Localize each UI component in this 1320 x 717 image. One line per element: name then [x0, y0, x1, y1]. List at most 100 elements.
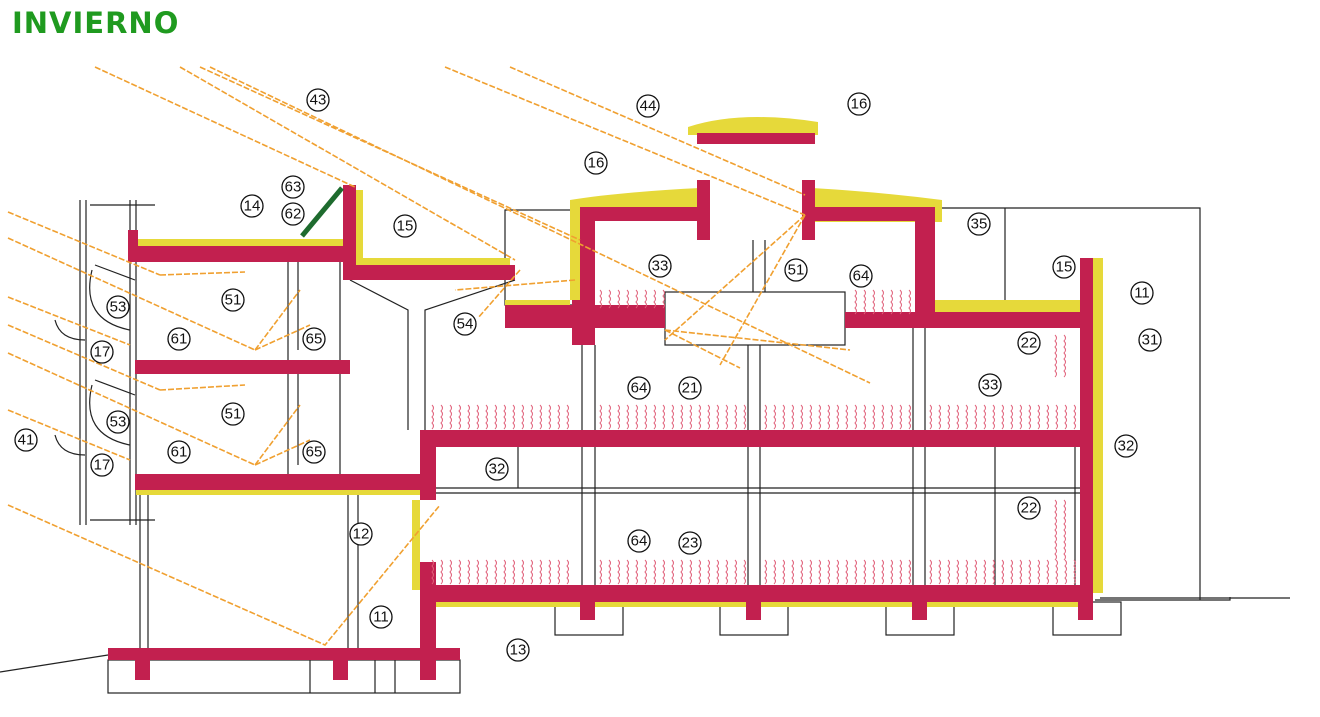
callout-11: 11	[1130, 281, 1154, 305]
heat-wave	[890, 289, 893, 315]
heat-wave	[734, 404, 737, 430]
callout-circle	[1130, 281, 1154, 305]
callout-61: 61	[167, 327, 191, 351]
heat-wave	[1063, 334, 1066, 378]
heat-wave	[653, 289, 656, 309]
callout-circle	[485, 457, 509, 481]
callout-circle	[240, 194, 264, 218]
heat-wave	[1028, 404, 1031, 430]
heat-wave	[872, 404, 875, 430]
heat-wave	[938, 404, 941, 430]
callout-number: 13	[510, 642, 527, 659]
callout-11: 11	[369, 605, 393, 629]
heat-wave	[662, 559, 665, 585]
heat-wave	[1055, 404, 1058, 430]
radiant-heat-waves	[431, 289, 1076, 585]
heat-wave	[521, 559, 524, 585]
heat-wave	[680, 404, 683, 430]
callout-number: 54	[457, 316, 474, 333]
callout-circle	[106, 295, 130, 319]
heat-wave	[743, 404, 746, 430]
callout-53: 53	[106, 295, 130, 319]
heat-wave	[1064, 404, 1067, 430]
heat-wave	[635, 404, 638, 430]
callout-41: 41	[14, 428, 38, 452]
callout-number: 15	[397, 218, 414, 235]
callout-number: 64	[631, 533, 648, 550]
callout-circle	[281, 202, 305, 226]
heat-wave	[671, 404, 674, 430]
heat-wave	[1019, 404, 1022, 430]
callout-14: 14	[240, 194, 264, 218]
heat-wave	[1064, 559, 1067, 585]
callout-number: 17	[94, 344, 111, 361]
heat-wave	[635, 559, 638, 585]
callout-number: 31	[1142, 332, 1159, 349]
heat-wave	[1073, 559, 1076, 585]
heat-wave	[1063, 499, 1066, 561]
callout-circle	[221, 288, 245, 312]
heat-wave	[974, 404, 977, 430]
heat-wave	[1037, 559, 1040, 585]
heat-wave	[644, 404, 647, 430]
heat-wave	[476, 404, 479, 430]
heat-wave	[863, 404, 866, 430]
callout-33: 33	[648, 254, 672, 278]
heat-wave	[566, 404, 569, 430]
heat-wave	[617, 404, 620, 430]
callout-number: 23	[682, 535, 699, 552]
heat-wave	[845, 404, 848, 430]
callout-circle	[221, 402, 245, 426]
callout-number: 22	[1021, 500, 1038, 517]
callout-22: 22	[1017, 496, 1041, 520]
callout-number: 41	[18, 432, 35, 449]
callout-16: 16	[584, 151, 608, 175]
heat-wave	[485, 559, 488, 585]
heat-wave	[929, 559, 932, 585]
heat-wave	[1010, 404, 1013, 430]
heat-wave	[467, 559, 470, 585]
heat-wave	[1055, 559, 1058, 585]
heat-wave	[512, 559, 515, 585]
heat-wave	[974, 559, 977, 585]
heat-wave	[809, 559, 812, 585]
heat-wave	[899, 289, 902, 315]
heat-wave	[908, 289, 911, 315]
heat-wave	[764, 559, 767, 585]
heat-wave	[800, 404, 803, 430]
heat-wave	[1046, 559, 1049, 585]
callout-22: 22	[1017, 331, 1041, 355]
callout-64: 64	[627, 529, 651, 553]
callout-number: 53	[110, 299, 127, 316]
heat-wave	[1046, 404, 1049, 430]
callout-circle	[636, 94, 660, 118]
heat-wave	[707, 559, 710, 585]
diagram-title: INVIERNO	[12, 6, 180, 40]
callout-number: 32	[1118, 438, 1135, 455]
heat-wave	[557, 559, 560, 585]
callout-number: 51	[225, 406, 242, 423]
heat-wave	[440, 404, 443, 430]
heat-wave	[1054, 499, 1057, 561]
callout-64: 64	[849, 264, 873, 288]
callout-circle	[453, 312, 477, 336]
callout-number: 16	[588, 155, 605, 172]
heat-wave	[818, 404, 821, 430]
callout-16: 16	[847, 92, 871, 116]
heat-wave	[725, 404, 728, 430]
callout-circle	[302, 327, 326, 351]
callout-circle	[627, 376, 651, 400]
callout-15: 15	[393, 214, 417, 238]
callout-51: 51	[784, 258, 808, 282]
heat-wave	[992, 559, 995, 585]
heat-wave	[458, 404, 461, 430]
callout-circle	[1017, 331, 1041, 355]
heat-wave	[938, 559, 941, 585]
heat-wave	[845, 559, 848, 585]
heat-wave	[965, 404, 968, 430]
heat-wave	[476, 559, 479, 585]
heat-wave	[818, 559, 821, 585]
callout-23: 23	[678, 531, 702, 555]
heat-wave	[548, 559, 551, 585]
callout-circle	[106, 410, 130, 434]
